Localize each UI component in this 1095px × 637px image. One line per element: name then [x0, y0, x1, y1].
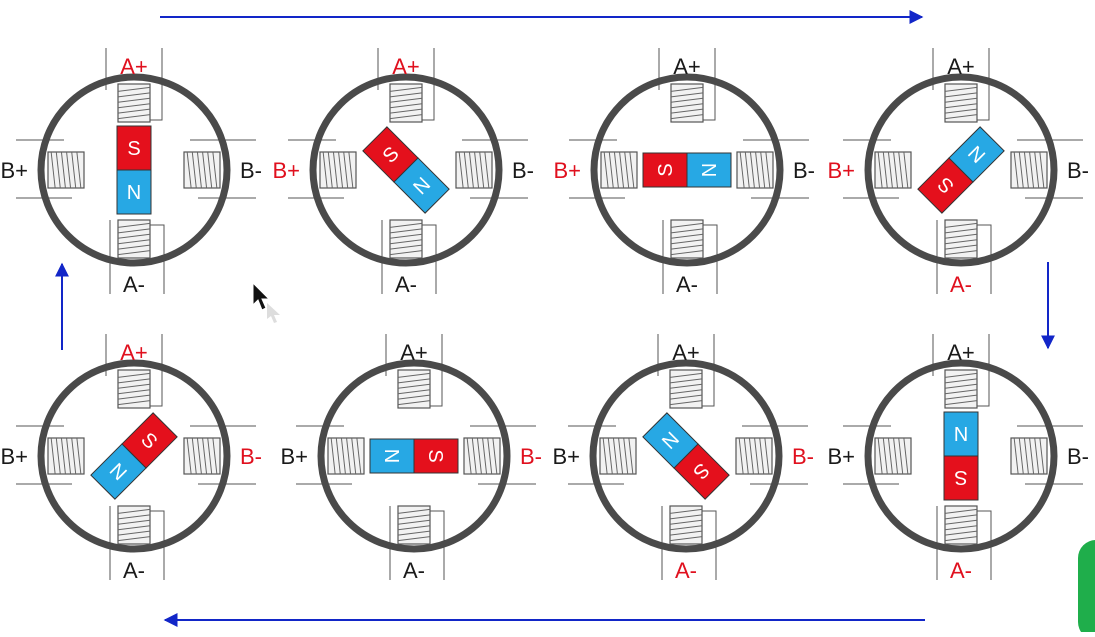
stator-ring [37, 359, 231, 553]
label-b-plus: B+ [0, 158, 28, 183]
label-b-plus: B+ [552, 444, 580, 469]
stator-ring [864, 73, 1058, 267]
magnet-south-label: S [954, 466, 967, 488]
stator-ring [317, 359, 511, 553]
rotor-magnet: SN [362, 126, 450, 214]
magnet-north-pole [116, 169, 152, 215]
magnet-north-pole [369, 438, 415, 474]
stator-ring [864, 359, 1058, 553]
label-a-plus: A+ [392, 54, 420, 79]
magnet-south-label: S [655, 163, 677, 176]
label-b-minus: B- [240, 444, 262, 469]
rotor-magnet: SN [642, 412, 730, 500]
motor-step-6: A+ A- B+ B- SN [552, 334, 814, 583]
label-a-minus: A- [403, 558, 425, 583]
label-b-minus: B- [1067, 444, 1089, 469]
label-a-minus: A- [676, 272, 698, 297]
label-a-plus: A+ [120, 54, 148, 79]
stator-ring [309, 73, 503, 267]
motor-step-2: A+ A- B+ B- SN [272, 48, 534, 297]
magnet-north-pole [943, 411, 979, 457]
magnet-north-label: N [954, 422, 968, 444]
label-a-plus: A+ [120, 340, 148, 365]
label-a-plus: A+ [400, 340, 428, 365]
magnet-north-label: N [380, 449, 402, 463]
label-b-plus: B+ [827, 158, 855, 183]
label-a-minus: A- [675, 558, 697, 583]
motor-step-1: A+ A- B+ B- SN [0, 48, 262, 297]
stator-ring [590, 73, 784, 267]
label-a-plus: A+ [672, 340, 700, 365]
magnet-north-label: N [127, 182, 141, 204]
label-a-minus: A- [950, 272, 972, 297]
label-b-minus: B- [520, 444, 542, 469]
label-b-minus: B- [792, 444, 814, 469]
motor-step-8: A+ A- B+ B- SN [0, 334, 262, 583]
label-b-minus: B- [1067, 158, 1089, 183]
side-accent-tab [1078, 540, 1095, 637]
motor-step-4: A+ A- B+ B- SN [827, 48, 1089, 297]
label-b-plus: B+ [553, 158, 581, 183]
label-a-plus: A+ [947, 54, 975, 79]
label-b-plus: B+ [280, 444, 308, 469]
rotor-magnet: SN [90, 412, 178, 500]
label-a-minus: A- [123, 558, 145, 583]
magnet-north-pole [90, 443, 147, 500]
label-b-minus: B- [793, 158, 815, 183]
stator-ring [37, 73, 231, 267]
mouse-pointer-icon [252, 281, 280, 323]
rotor-magnet: SN [943, 411, 979, 501]
motor-step-5: A+ A- B+ B- SN [827, 334, 1089, 583]
magnet-south-label: S [424, 449, 446, 462]
label-a-plus: A+ [673, 54, 701, 79]
rotor-magnet: SN [917, 126, 1005, 214]
label-a-minus: A- [395, 272, 417, 297]
label-b-plus: B+ [0, 444, 28, 469]
label-b-minus: B- [240, 158, 262, 183]
magnet-north-pole [948, 126, 1005, 183]
label-a-minus: A- [123, 272, 145, 297]
label-b-plus: B+ [272, 158, 300, 183]
magnet-north-pole [642, 412, 699, 469]
label-a-plus: A+ [947, 340, 975, 365]
magnet-south-label: S [127, 138, 140, 160]
stator-ring [589, 359, 783, 553]
label-a-minus: A- [950, 558, 972, 583]
label-b-plus: B+ [827, 444, 855, 469]
label-b-minus: B- [512, 158, 534, 183]
magnet-north-pole [686, 152, 732, 188]
magnet-south-pole [116, 125, 152, 171]
rotor-magnet: SN [116, 125, 152, 215]
magnet-north-pole [393, 157, 450, 214]
motor-step-7: A+A-B+B-SN [280, 334, 542, 583]
rotor-magnet: SN [369, 438, 459, 474]
magnet-south-pole [943, 455, 979, 501]
magnet-north-label: N [699, 163, 721, 177]
